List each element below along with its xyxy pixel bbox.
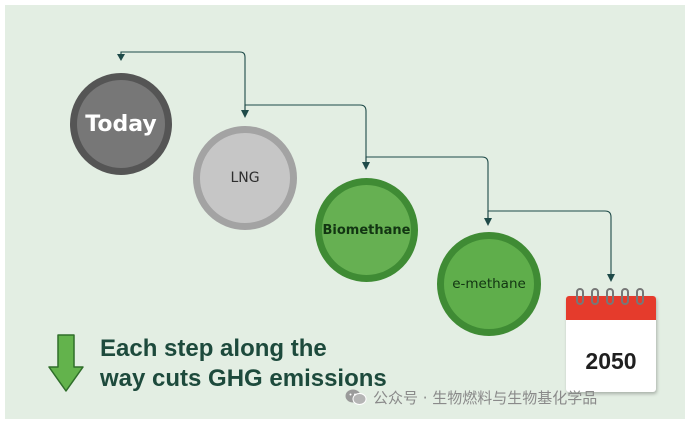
calendar-ring: [636, 288, 644, 305]
calendar-ring: [591, 288, 599, 305]
wechat-icon: [345, 389, 367, 405]
down-arrow-icon: [48, 334, 84, 392]
target-year: 2050: [585, 348, 637, 374]
calendar-ring: [576, 288, 584, 305]
caption-line-1: Each step along the: [100, 335, 327, 362]
caption-line-2: way cuts GHG emissions: [100, 365, 387, 392]
connector-to-biomethane: [365, 156, 489, 218]
step-biomethane-label: Biomethane: [322, 222, 411, 238]
step-lng-label: LNG: [230, 170, 260, 186]
connector-to-emethane: [487, 210, 612, 274]
step-today-circle: Today: [70, 73, 172, 175]
caption: Each step along the way cuts GHG emissio…: [100, 334, 430, 394]
connector-to-lng: [244, 104, 367, 162]
arrowhead-2050: [607, 274, 615, 282]
calendar-ring: [621, 288, 629, 305]
connector-to-today: [120, 51, 246, 110]
step-biomethane-circle: Biomethane: [315, 178, 418, 282]
arrowhead-biomethane: [362, 162, 370, 170]
step-today-label: Today: [85, 111, 157, 137]
watermark-text: 公众号 · 生物燃料与生物基化学品: [373, 388, 598, 407]
calendar-page: 2050: [566, 296, 656, 392]
calendar-ring: [606, 288, 614, 305]
arrowhead-lng: [241, 110, 249, 118]
calendar-icon: 2050: [566, 288, 656, 392]
arrowhead-today: [117, 54, 125, 61]
watermark: 公众号 · 生物燃料与生物基化学品: [345, 387, 597, 407]
arrowhead-emethane: [484, 218, 492, 226]
step-lng-circle: LNG: [193, 126, 297, 230]
step-emethane-circle: e-methane: [437, 232, 541, 336]
step-emethane-label: e-methane: [452, 276, 526, 292]
